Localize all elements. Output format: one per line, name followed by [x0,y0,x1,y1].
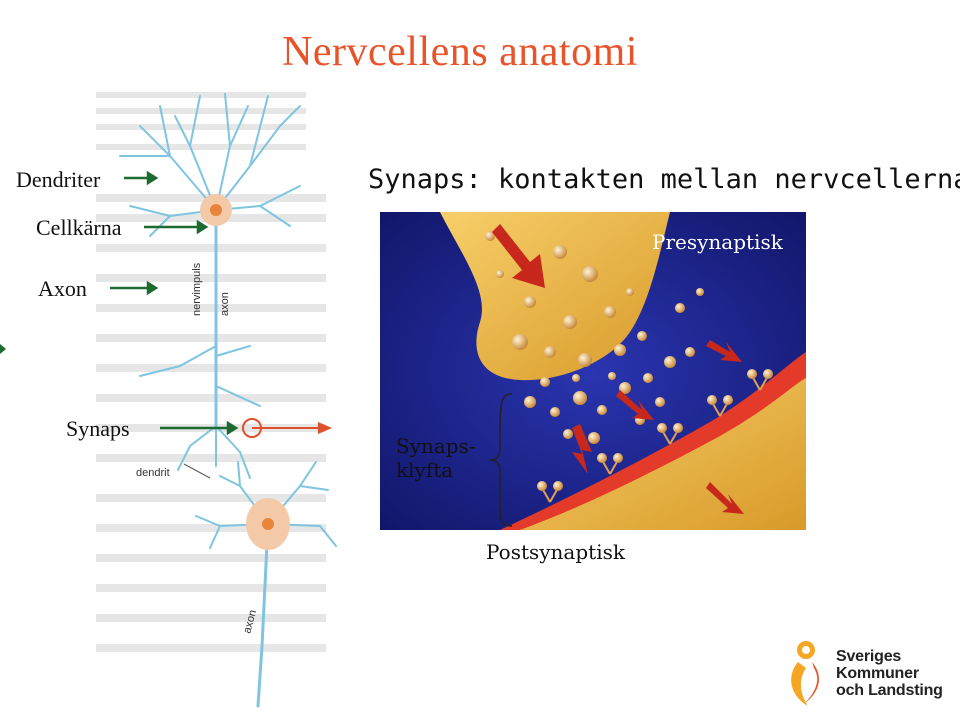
neuron-figure: nervimpuls axon dendrit axon [96,92,337,708]
postsynaptic-label: Postsynaptisk [486,540,625,564]
cleft-line-1: Synaps- [396,434,476,458]
label-axon: Axon [38,276,87,301]
logo-line-3: och Landsting [836,682,943,699]
cleft-bracket [489,393,513,527]
synapse-heading: Synaps: kontakten mellan nervcellerna [368,164,960,195]
presynaptic-label: Presynaptisk [652,230,783,254]
page-title: Nervcellens anatomi [282,29,638,75]
label-cellkarna: Cellkärna [36,215,122,240]
axon-figure-label: axon [219,292,231,316]
label-synaps: Synaps [66,416,130,441]
logo-line-1: Sveriges [836,648,902,665]
skl-logo [768,620,960,720]
lower-axon-label: axon [241,609,259,635]
nervimpuls-label: nervimpuls [191,262,203,316]
logo-line-2: Kommuner [836,665,919,682]
arrow-right-icon [110,170,239,436]
cleft-line-2: klyfta [396,458,454,482]
label-dendriter: Dendriter [16,167,101,192]
skl-logo-icon [791,641,819,706]
dendrit-label: dendrit [136,467,170,479]
synaptic-cleft-label: Synaps- klyfta [396,434,476,482]
synapse-illustration [380,212,806,530]
